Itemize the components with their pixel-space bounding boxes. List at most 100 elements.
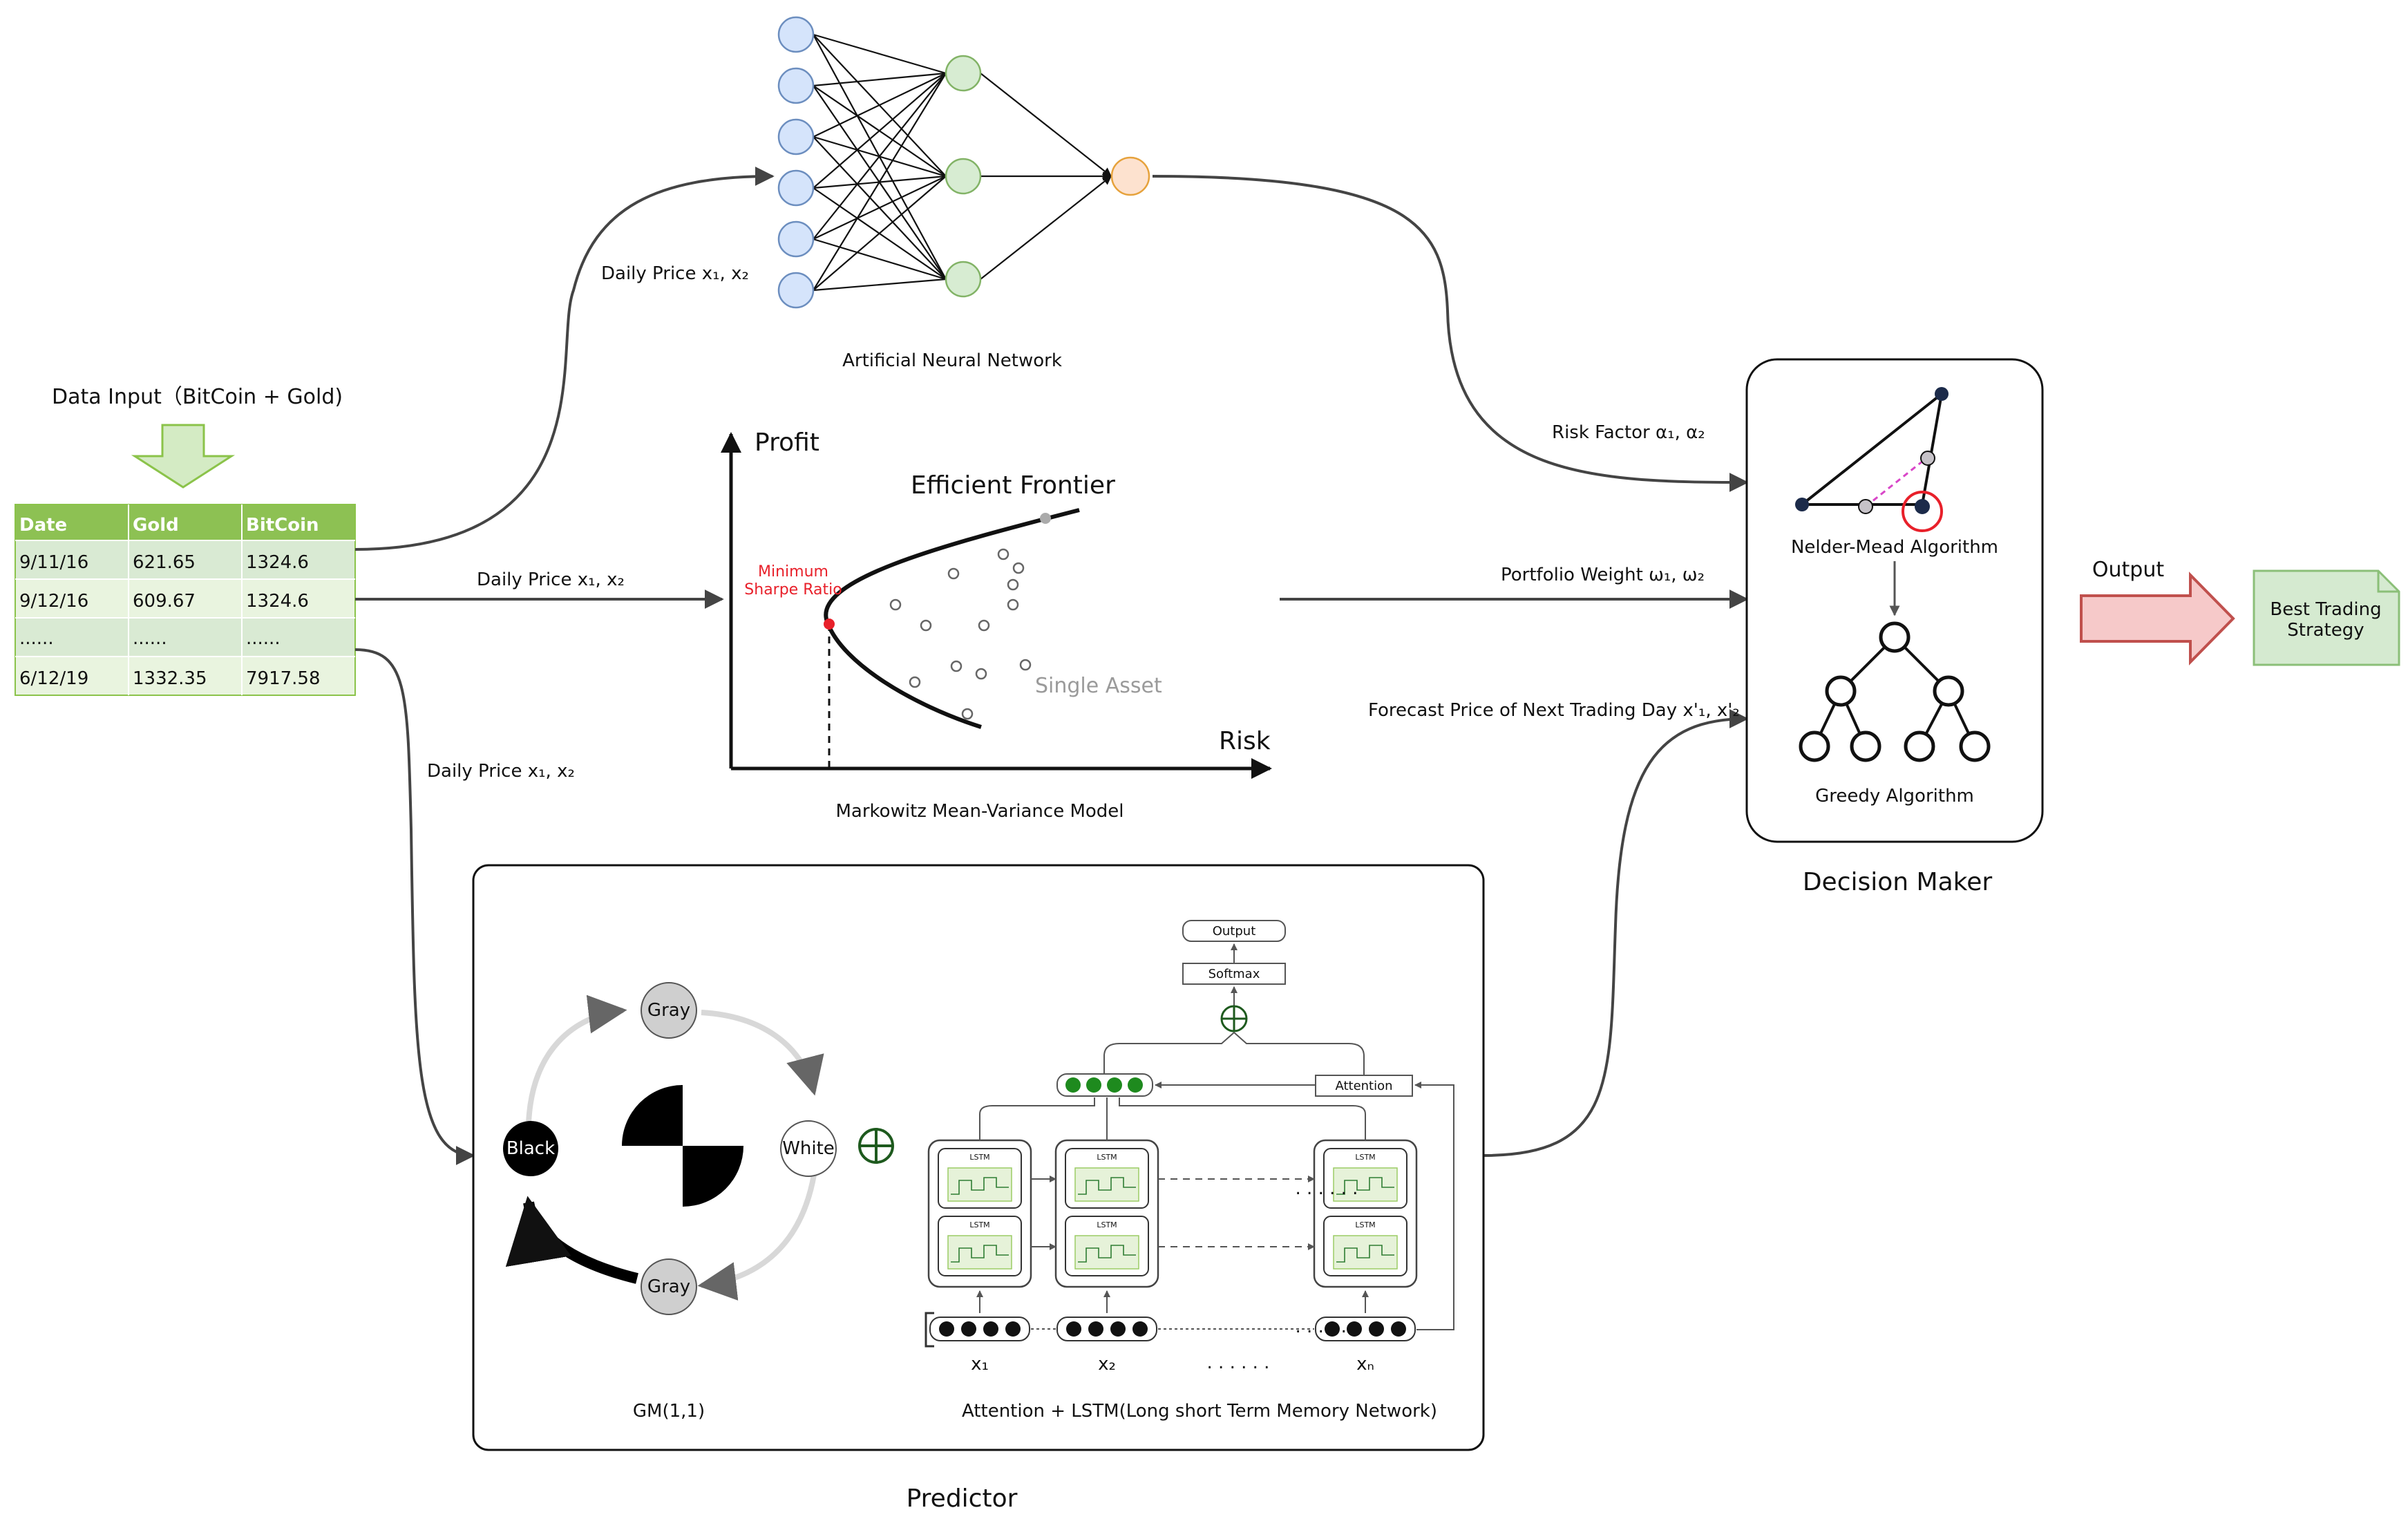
lstm-dots-lower: . . . . . .	[1296, 1317, 1358, 1337]
sum-icon	[1220, 1005, 1248, 1032]
output-label: Output	[2092, 558, 2164, 582]
lstm-cell-label: LSTM	[1355, 1220, 1375, 1229]
input-bracket-left	[925, 1312, 934, 1348]
lstm-to-attention-line	[979, 1097, 1095, 1126]
neural-network-connections	[813, 33, 1112, 292]
table-cell: 7917.58	[246, 668, 321, 689]
markowitz-caption: Markowitz Mean-Variance Model	[835, 801, 1124, 822]
lstm-gate-trace	[951, 1245, 1009, 1263]
lstm-dots-upper: . . . . . .	[1296, 1178, 1358, 1199]
table-cell: ......	[246, 628, 281, 649]
hidden-neuron	[945, 261, 982, 298]
ann-edge	[813, 73, 947, 240]
lstm-cell-label: LSTM	[1355, 1153, 1375, 1162]
softmax-box	[1182, 963, 1286, 985]
attention-node	[1128, 1077, 1143, 1093]
ann-edge	[813, 72, 947, 87]
edge-label-to-predictor: Daily Price x₁, x₂	[427, 761, 575, 782]
x2-label: x₂	[1098, 1354, 1116, 1375]
min-sharpe-label-line1: Minimum	[758, 563, 828, 581]
table-cell: 621.65	[133, 552, 196, 573]
efficient-frontier-label: Efficient Frontier	[911, 471, 1115, 500]
white-node-label: White	[782, 1138, 835, 1159]
table-cell: 1324.6	[246, 552, 309, 573]
lstm-gate-panel	[947, 1235, 1012, 1270]
lstm-gate-panel	[947, 1167, 1012, 1202]
input-vector	[1315, 1317, 1416, 1341]
input-vector-node	[1005, 1321, 1021, 1337]
single-asset-marker	[1019, 659, 1032, 671]
table-header-cell: Gold	[133, 515, 179, 536]
input-neuron	[777, 220, 815, 258]
ann-edge	[980, 176, 1112, 280]
input-vector-node	[983, 1321, 998, 1337]
input-vector	[1056, 1317, 1157, 1341]
ann-edge	[813, 73, 947, 189]
xn-label: xₙ	[1356, 1354, 1374, 1375]
input-vector-node	[1088, 1321, 1103, 1337]
edge-predictor-to-decision	[1483, 709, 1749, 1157]
attention-vector-nodes	[1065, 1077, 1143, 1093]
edge-label-risk-factor: Risk Factor α₁, α₂	[1552, 422, 1705, 443]
input-vector-node	[1132, 1321, 1148, 1337]
predictor: Gray White Gray Black GM(1,1) Output Sof…	[472, 864, 1485, 1513]
table-header-cell: Date	[19, 515, 67, 536]
lstm-gate-trace	[1078, 1177, 1136, 1195]
input-neuron	[777, 272, 815, 309]
input-vector-node	[1347, 1321, 1362, 1337]
frontier-tangent-point	[1040, 513, 1051, 524]
down-arrow-icon	[131, 424, 236, 489]
combine-plus-icon	[858, 1128, 894, 1164]
min-sharpe-label-line2: Sharpe Ratio	[744, 581, 842, 598]
single-asset-marker	[950, 660, 963, 672]
table-cell: ......	[133, 628, 167, 649]
table-cell: 9/11/16	[19, 552, 88, 573]
risk-axis-label: Risk	[1219, 727, 1271, 755]
greedy-label: Greedy Algorithm	[1815, 786, 1974, 807]
single-asset-marker	[961, 708, 974, 720]
input-vector-node	[961, 1321, 976, 1337]
ann-edge	[813, 33, 947, 75]
ann-edge	[813, 176, 947, 240]
edge-label-to-ann: Daily Price x₁, x₂	[601, 263, 749, 284]
input-vector-node	[1066, 1321, 1081, 1337]
efficient-frontier-curve	[824, 508, 1080, 729]
lstm-gate-trace	[951, 1177, 1009, 1195]
table-cell: ......	[19, 628, 54, 649]
table-cell: 6/12/19	[19, 668, 88, 689]
profit-axis-label: Profit	[755, 428, 819, 457]
ann-edge	[813, 176, 947, 291]
edge-ann-to-decision	[1152, 175, 1749, 492]
table-cell: 1332.35	[133, 668, 207, 689]
nelder-mead-label: Nelder-Mead Algorithm	[1791, 537, 1998, 558]
ann-edge	[813, 238, 947, 281]
gray-node-bottom	[641, 1258, 697, 1315]
single-asset-marker	[1007, 578, 1019, 591]
output-box-label: Output	[1213, 924, 1256, 939]
lstm-cell-label: LSTM	[1097, 1153, 1117, 1162]
ann-edge	[813, 278, 947, 292]
ann-caption: Artificial Neural Network	[842, 350, 1062, 371]
single-asset-marker	[1012, 562, 1025, 574]
connectors: Daily Price x₁, x₂ Daily Price x₁, x₂ Da…	[354, 167, 1749, 1165]
hidden-neuron	[945, 55, 982, 92]
single-asset-marker	[975, 668, 987, 680]
lstm-dots-input: . . . . . .	[1207, 1352, 1270, 1373]
output-neuron	[1110, 156, 1150, 196]
input-neuron	[777, 67, 815, 104]
single-asset-label: Single Asset	[1035, 674, 1162, 698]
input-vector-node	[1110, 1321, 1126, 1337]
white-node	[780, 1120, 837, 1177]
neural-network: Artificial Neural Network	[777, 16, 1150, 371]
gray-node-bottom-label: Gray	[647, 1276, 690, 1297]
edge-input-to-predictor	[354, 648, 475, 1165]
lstm-gate-trace	[1078, 1245, 1136, 1263]
input-vector	[929, 1317, 1030, 1341]
table-cell: 609.67	[133, 591, 196, 612]
predictor-title: Predictor	[907, 1484, 1018, 1513]
single-asset-marker	[909, 676, 921, 688]
attention-vector	[1056, 1073, 1153, 1097]
greedy-tree-icon	[1799, 621, 1991, 762]
gray-node-top	[641, 982, 697, 1039]
